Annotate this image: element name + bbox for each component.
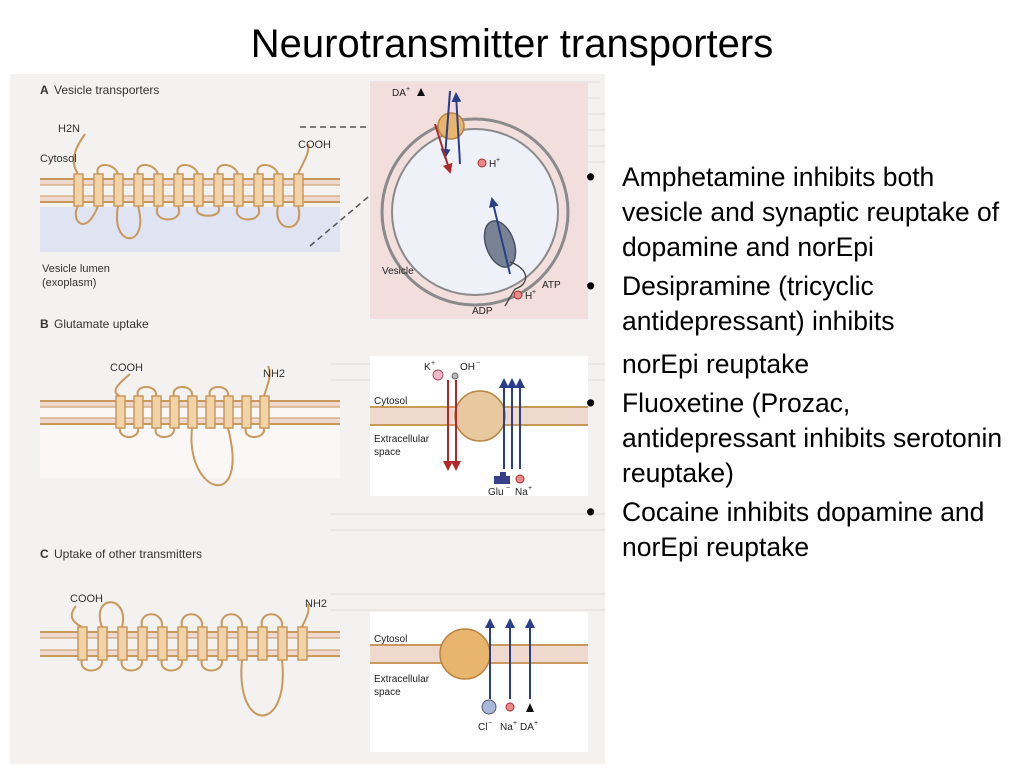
transporter-figure: A Vesicle transporters xyxy=(10,74,605,764)
panel-b: B Glutamate uptake COOH NH2 xyxy=(40,317,588,498)
panel-c-cl-label: Cl xyxy=(478,722,487,733)
bullet-text: Amphetamine inhibits both vesicle and sy… xyxy=(622,162,1000,262)
panel-b-title: Glutamate uptake xyxy=(54,317,149,331)
panel-a-h-label: H xyxy=(489,159,496,170)
bullet-dot-icon: • xyxy=(586,271,596,301)
panel-a-title: Vesicle transporters xyxy=(54,83,159,97)
panel-a: A Vesicle transporters xyxy=(40,82,588,319)
bullet-text: Fluoxetine (Prozac, antidepressant inhib… xyxy=(622,388,1003,488)
panel-b-extracellular-label: Extracellular xyxy=(374,434,430,445)
panel-c-na-label: Na xyxy=(500,722,513,733)
monoamine-transporter xyxy=(439,628,491,680)
panel-a-vesicle-label: Vesicle xyxy=(382,266,414,277)
svg-text:+: + xyxy=(528,485,532,492)
panel-a-adp-label: ADP xyxy=(472,306,493,317)
hydroxide-icon xyxy=(451,372,459,380)
proton-icon xyxy=(477,158,487,168)
bullet-item: • Fluoxetine (Prozac, antidepressant inh… xyxy=(580,386,1020,491)
bullet-dot-icon: • xyxy=(586,388,596,418)
panel-a-atp-label: ATP xyxy=(542,280,561,291)
panel-a-da-label: DA xyxy=(392,88,406,99)
proton-icon xyxy=(513,290,523,300)
panel-b-glu-label: Glu xyxy=(488,487,504,498)
panel-c-da-label: DA xyxy=(520,722,534,733)
panel-a-lumen-label: Vesicle lumen xyxy=(42,263,110,275)
svg-text:+: + xyxy=(513,720,517,727)
panel-b-cytosol-label: Cytosol xyxy=(374,396,407,407)
bullet-item: • Amphetamine inhibits both vesicle and … xyxy=(580,160,1020,265)
panel-c-extracellular-label: Extracellular xyxy=(374,674,430,685)
panel-c-cytosol-label: Cytosol xyxy=(374,634,407,645)
panel-c-nh2-label: NH2 xyxy=(305,598,327,610)
panel-a-exoplasm-label: (exoplasm) xyxy=(42,277,96,289)
glutamate-icon xyxy=(494,472,510,484)
svg-text:+: + xyxy=(431,360,435,367)
panel-b-label: B xyxy=(40,317,49,331)
panel-c-space-label: space xyxy=(374,687,401,698)
panel-a-label: A xyxy=(40,83,49,97)
panel-a-cooh-label: COOH xyxy=(298,139,331,151)
chloride-icon xyxy=(481,699,497,715)
svg-text:+: + xyxy=(534,720,538,727)
svg-text:−: − xyxy=(506,485,510,492)
sodium-icon xyxy=(515,474,525,484)
svg-text:+: + xyxy=(496,157,500,164)
panel-b-cooh-label: COOH xyxy=(110,362,143,374)
panel-c: C Uptake of other transmitters xyxy=(40,547,588,752)
sodium-icon xyxy=(505,702,515,712)
svg-text:+: + xyxy=(406,86,410,93)
svg-text:−: − xyxy=(476,360,480,367)
panel-a-cytosol-label: Cytosol xyxy=(40,153,77,165)
panel-b-oh-label: OH xyxy=(460,362,475,373)
panel-b-k-label: K xyxy=(424,362,431,373)
dopamine-triangle-icon xyxy=(417,88,425,96)
bullet-dot-icon: • xyxy=(586,162,596,192)
panel-a-h2n-label: H2N xyxy=(58,123,80,135)
slide-title: Neurotransmitter transporters xyxy=(250,22,774,66)
bullet-text: Cocaine inhibits dopamine and norEpi reu… xyxy=(622,497,985,562)
panel-a-h-bottom-label: H xyxy=(525,291,532,302)
dopamine-triangle-icon xyxy=(526,703,534,712)
glutamate-transporter xyxy=(454,390,506,442)
vesicle-transporter xyxy=(437,112,465,140)
panel-b-na-label: Na xyxy=(515,487,528,498)
bullet-text: Desipramine (tricyclic antidepressant) i… xyxy=(622,271,895,336)
panel-c-title: Uptake of other transmitters xyxy=(54,547,202,561)
svg-text:+: + xyxy=(532,289,536,296)
panel-b-space-label: space xyxy=(374,447,401,458)
bullet-text-continuation: norEpi reuptake xyxy=(622,349,810,379)
bullet-list: • Amphetamine inhibits both vesicle and … xyxy=(580,160,1020,569)
svg-text:−: − xyxy=(488,720,492,727)
bullet-item: • Desipramine (tricyclic antidepressant)… xyxy=(580,269,1020,382)
bullet-item: • Cocaine inhibits dopamine and norEpi r… xyxy=(580,495,1020,565)
panel-c-cooh-label: COOH xyxy=(70,593,103,605)
panel-c-label: C xyxy=(40,547,49,561)
panel-b-nh2-label: NH2 xyxy=(263,368,285,380)
bullet-dot-icon: • xyxy=(586,497,596,527)
potassium-icon xyxy=(432,369,444,381)
